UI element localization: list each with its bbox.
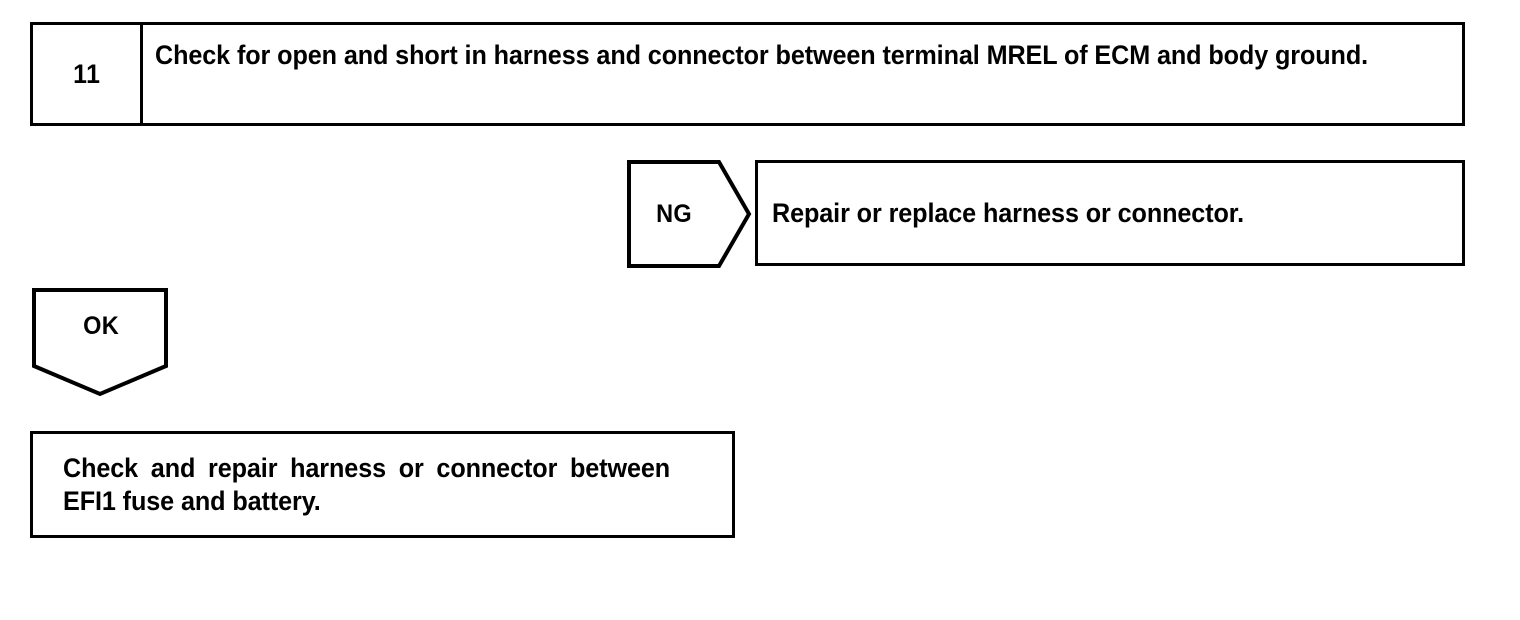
step-number-cell: 11 (33, 25, 143, 123)
branch-tag-ok-label: OK (83, 312, 119, 340)
branch-tag-ng-label: NG (656, 199, 692, 228)
branch-tag-ok: OK (32, 288, 168, 398)
outcome-check-repair-text: Check and repair harness or connector be… (63, 453, 671, 516)
pentagon-down-icon (32, 288, 168, 397)
step-instruction-text: Check for open and short in harness and … (155, 40, 1369, 70)
step-number: 11 (72, 58, 101, 89)
branch-tag-ng: NG (627, 160, 752, 268)
outcome-box-check-repair: Check and repair harness or connector be… (30, 431, 735, 538)
outcome-box-repair: Repair or replace harness or connector. (755, 160, 1465, 266)
pentagon-right-icon (627, 160, 752, 268)
step-instruction-cell: Check for open and short in harness and … (143, 25, 1462, 123)
outcome-repair-text: Repair or replace harness or connector. (772, 197, 1245, 228)
step-row: 11 Check for open and short in harness a… (30, 22, 1465, 126)
